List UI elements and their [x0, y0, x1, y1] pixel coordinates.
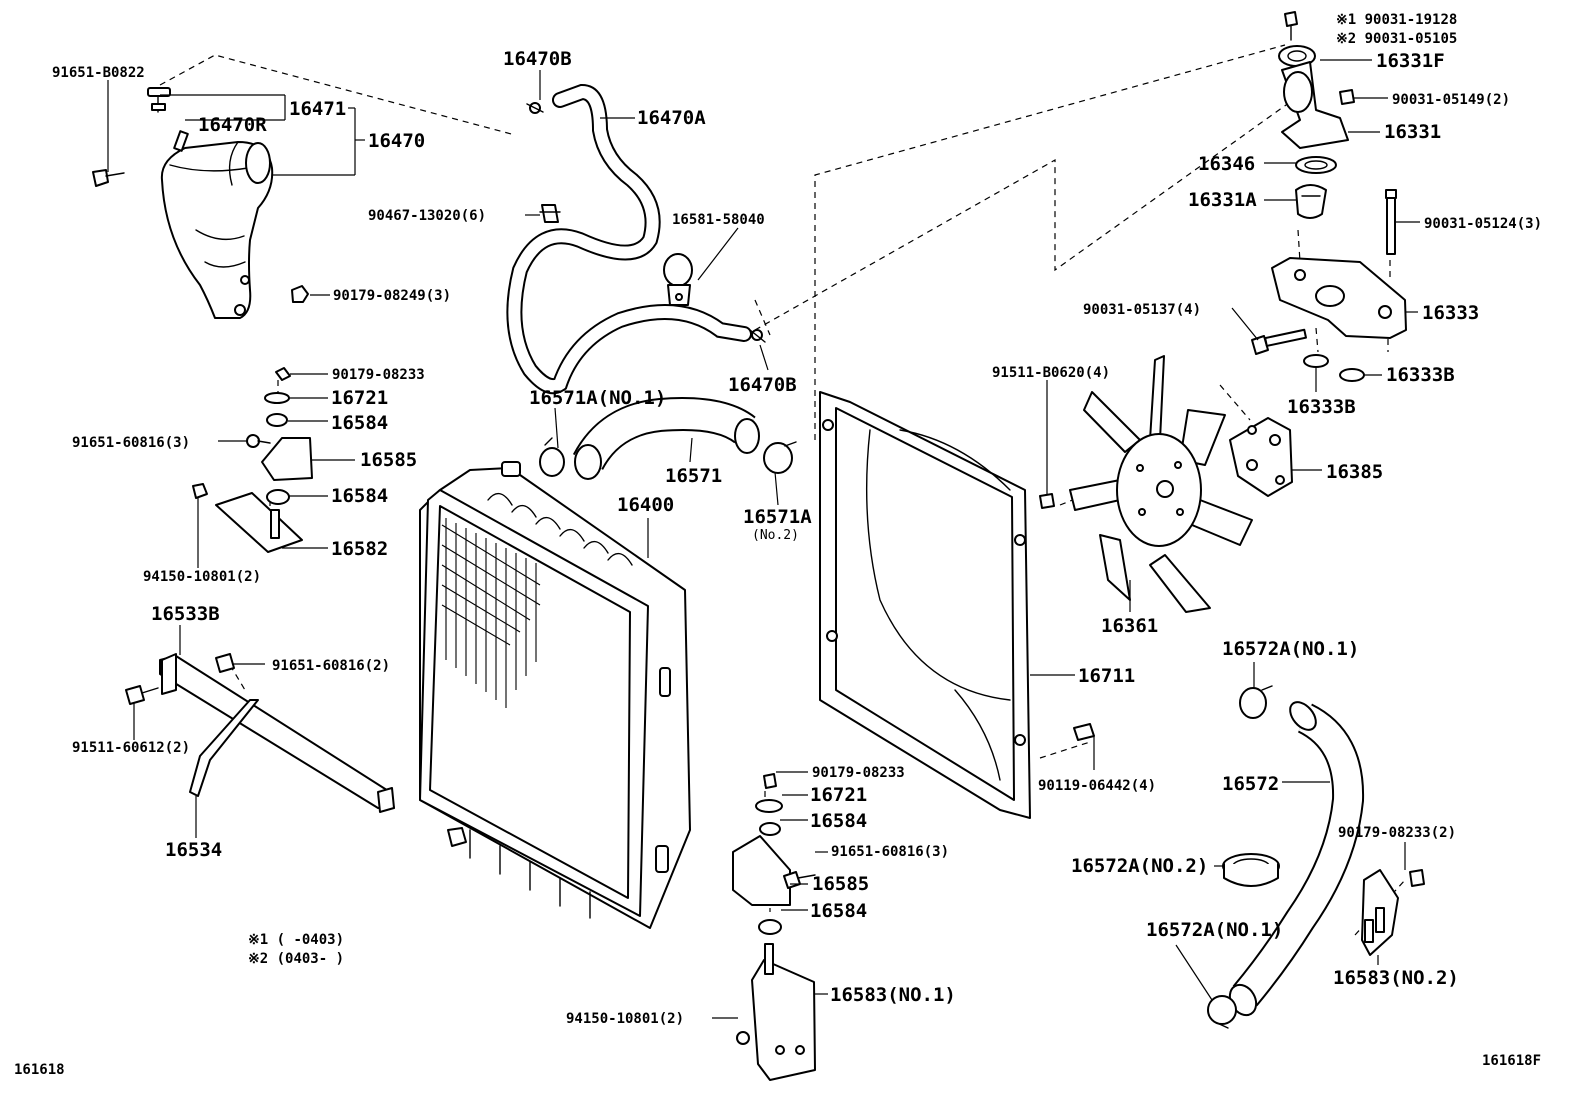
overflow-hose — [506, 83, 752, 395]
label-161618: 161618 — [14, 1062, 65, 1078]
label-90031-05149: 90031-05149(2) — [1392, 92, 1510, 108]
label-16470B-mid: 16470B — [728, 374, 797, 396]
label-16584-a: 16584 — [331, 412, 388, 434]
label-91511-60612: 91511-60612(2) — [72, 740, 190, 756]
bolt-91651-B0822 — [92, 169, 125, 187]
label-90179-08249: 90179-08249(3) — [333, 288, 451, 304]
nut-90179-08249 — [291, 285, 309, 303]
label-94150-10801-b: 94150-10801(2) — [566, 1011, 684, 1027]
cooling-fan — [1039, 355, 1253, 613]
label-90179-08233-b: 90179-08233 — [812, 765, 905, 781]
clamp-90467-13020 — [539, 204, 561, 223]
label-91511-B0620: 91511-B0620(4) — [992, 365, 1110, 381]
label-16583-no1: 16583(NO.1) — [830, 984, 956, 1006]
note-1: ※1 ( -0403) — [248, 932, 344, 948]
clamp-16581-58040 — [663, 253, 693, 306]
reservoir-cap-hose — [147, 87, 171, 113]
label-16470: 16470 — [368, 130, 425, 152]
clip-16470B-mid — [749, 329, 766, 343]
note-2: ※2 (0403- ) — [248, 951, 344, 967]
label-16333: 16333 — [1422, 302, 1479, 324]
label-16721-a: 16721 — [331, 387, 388, 409]
upper-hose — [539, 397, 797, 480]
clip-16470B-top — [526, 102, 544, 114]
label-16721-b: 16721 — [810, 784, 867, 806]
label-16385: 16385 — [1326, 461, 1383, 483]
reservoir-tank — [160, 130, 274, 319]
leader-lines — [107, 59, 1420, 1019]
radiator-bottom-tank-ribs — [469, 829, 591, 919]
label-90179-08233-c: 90179-08233(2) — [1338, 825, 1456, 841]
mount-bracket-center — [732, 773, 816, 1081]
label-91651-60816-b: 91651-60816(2) — [272, 658, 390, 674]
label-90031-05124: 90031-05124(3) — [1424, 216, 1542, 232]
part-labels: 91651-B0822 16471 16470R 16470 90179-082… — [14, 12, 1542, 1078]
label-16572A-no1-a: 16572A(NO.1) — [1222, 638, 1359, 660]
label-16470R: 16470R — [198, 114, 267, 136]
label-90031-05105: ※2 90031-05105 — [1336, 31, 1457, 47]
label-16585-a: 16585 — [360, 449, 417, 471]
label-16572A-no2: 16572A(NO.2) — [1071, 855, 1208, 877]
label-16361: 16361 — [1101, 615, 1158, 637]
label-90467-13020: 90467-13020(6) — [368, 208, 486, 224]
label-90179-08233-a: 90179-08233 — [332, 367, 425, 383]
label-16400: 16400 — [617, 494, 674, 516]
label-90031-05137: 90031-05137(4) — [1083, 302, 1201, 318]
label-91651-60816-a: 91651-60816(3) — [72, 435, 190, 451]
label-16581-58040: 16581-58040 — [672, 212, 765, 228]
label-no2: (No.2) — [752, 528, 799, 543]
label-94150-10801-a: 94150-10801(2) — [143, 569, 261, 585]
label-91651-60816-c: 91651-60816(3) — [831, 844, 949, 860]
label-90031-19128: ※1 90031-19128 — [1336, 12, 1457, 28]
label-90119-06442: 90119-06442(4) — [1038, 778, 1156, 794]
radiator-core — [419, 461, 691, 929]
label-91651-B0822: 91651-B0822 — [52, 65, 145, 81]
radiator-fins — [441, 518, 541, 708]
label-16470A: 16470A — [637, 107, 706, 129]
lower-hose — [1207, 685, 1365, 1029]
stay-rod — [125, 653, 395, 813]
label-16572: 16572 — [1222, 773, 1279, 795]
label-16571A-no1: 16571A(NO.1) — [529, 387, 666, 409]
fan-shroud — [819, 391, 1095, 819]
fan-bracket — [1229, 417, 1293, 497]
mount-bracket-right — [1361, 869, 1425, 956]
label-16346: 16346 — [1198, 153, 1255, 175]
label-16331: 16331 — [1384, 121, 1441, 143]
label-16534: 16534 — [165, 839, 222, 861]
label-16584-c: 16584 — [810, 810, 867, 832]
thermostat-housing — [1251, 11, 1407, 382]
mount-bracket-left — [192, 367, 313, 553]
label-16571: 16571 — [665, 465, 722, 487]
label-16572A-no1-b: 16572A(NO.1) — [1146, 919, 1283, 941]
label-16331A: 16331A — [1188, 189, 1257, 211]
label-16471: 16471 — [289, 98, 346, 120]
label-16584-d: 16584 — [810, 900, 867, 922]
label-16585-b: 16585 — [812, 873, 869, 895]
label-16711: 16711 — [1078, 665, 1135, 687]
label-161618F: 161618F — [1482, 1053, 1541, 1069]
label-16333B-b: 16333B — [1287, 396, 1356, 418]
label-16331F: 16331F — [1376, 50, 1445, 72]
label-16571A: 16571A — [743, 506, 812, 528]
label-16582: 16582 — [331, 538, 388, 560]
label-16470B-top: 16470B — [503, 48, 572, 70]
label-16583-no2: 16583(NO.2) — [1333, 967, 1459, 989]
label-16533B: 16533B — [151, 603, 220, 625]
radiator-top-tank-ribs — [487, 492, 633, 566]
label-16584-b: 16584 — [331, 485, 388, 507]
label-16333B-a: 16333B — [1386, 364, 1455, 386]
